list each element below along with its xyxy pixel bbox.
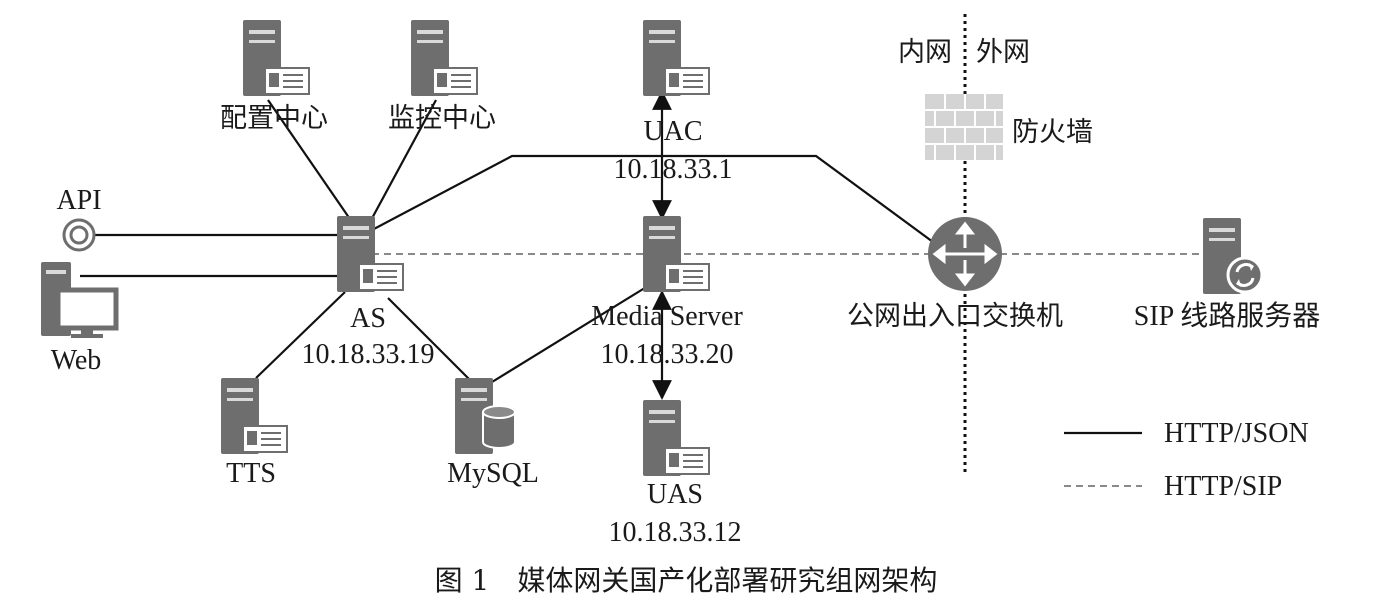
sip-server-icon [1203,218,1264,294]
legend-solid-label: HTTP/JSON [1164,418,1309,449]
as-server-icon [336,215,404,293]
web-computer-icon [41,262,119,338]
firewall-icon [925,94,1003,160]
legend: HTTP/JSON HTTP/SIP [1064,418,1309,502]
api-label: API [56,185,101,216]
uac-ip: 10.18.33.1 [614,154,733,185]
api-icon [62,218,96,252]
mysql-database-icon [455,378,516,454]
media-server-ip: 10.18.33.20 [601,339,734,370]
as-label: AS [350,303,386,334]
link-as-tts [255,291,346,379]
intranet-label: 内网 [898,37,952,68]
tts-server-icon [220,377,288,455]
extranet-label: 外网 [976,37,1030,68]
web-label: Web [51,345,102,376]
legend-dashed-label: HTTP/SIP [1164,471,1282,502]
monitor-center-label: 监控中心 [388,103,496,134]
uas-server-icon [642,399,710,477]
monitor-center-server-icon [410,19,478,97]
link-as-mysql [387,297,471,381]
as-ip: 10.18.33.19 [302,339,435,370]
uac-server-icon [642,19,710,97]
config-center-label: 配置中心 [220,103,328,134]
media-server-label: Media Server [591,301,743,332]
link-monitor-as [369,99,437,223]
firewall-label: 防火墙 [1012,117,1093,148]
switch-label: 公网出入口交换机 [847,301,1063,332]
uas-ip: 10.18.33.12 [609,517,742,548]
figure-caption: 图 1 媒体网关国产化部署研究组网架构 [435,564,938,597]
config-center-server-icon [242,19,310,97]
uas-label: UAS [647,479,703,510]
tts-label: TTS [226,458,276,489]
link-config-as [267,99,353,223]
sip-server-label: SIP 线路服务器 [1134,300,1320,332]
switch-icon [928,217,1002,291]
link-media-mysql [491,285,649,383]
uac-label: UAC [643,116,702,147]
mysql-label: MySQL [447,458,539,489]
